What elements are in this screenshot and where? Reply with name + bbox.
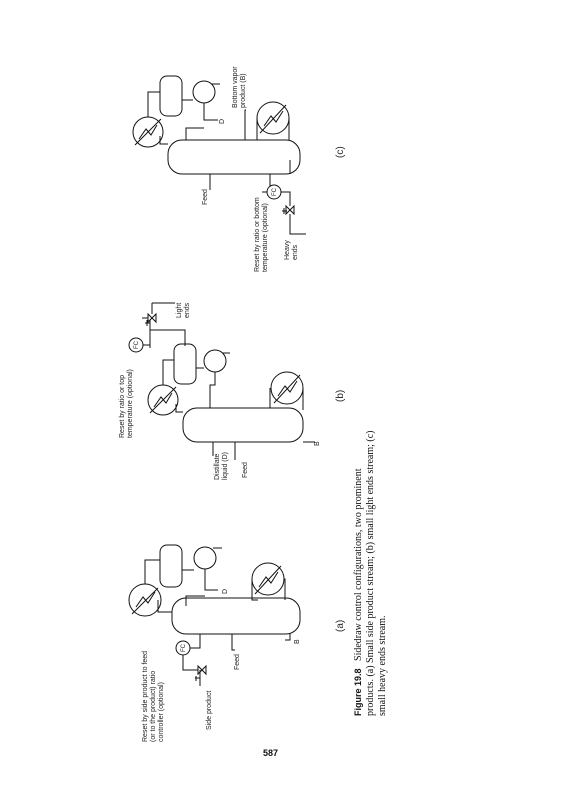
diagram-b-note: Reset by ratio or top temperature (optio… (119, 369, 134, 438)
distillate-liquid-label: Distillate liquid (D) (214, 451, 229, 480)
sublabel-c: (c) (335, 146, 346, 158)
diagram-a-note: Reset by side product to feed (or to the… (142, 650, 165, 742)
bottoms-label-b: B (314, 441, 321, 446)
feed-label-c: Feed (202, 189, 209, 205)
feed-label-a: Feed (234, 654, 241, 670)
control-valve-icon (147, 312, 157, 324)
figure-label: Figure 19.8 (353, 668, 363, 716)
distillate-label-c: D (219, 118, 226, 124)
column-c (167, 139, 301, 175)
light-ends-label: Light ends (176, 302, 191, 318)
diagram-c-note: Reset by ratio or bottom temperature (op… (254, 197, 269, 272)
column-a (171, 597, 301, 635)
fc-label-a: FC (181, 644, 187, 652)
fc-label-c: FC (272, 188, 278, 196)
reflux-drum-b (173, 343, 197, 385)
distillate-label-a: D (222, 588, 229, 594)
column-b (182, 407, 304, 443)
control-valve-icon (285, 204, 295, 216)
figure-caption: Figure 19.8 Sidedraw control configurati… (352, 430, 389, 716)
pump-icon (192, 80, 216, 104)
reflux-drum-c (159, 75, 183, 117)
fc-label-b: FC (134, 341, 140, 349)
bottom-vapor-label: Bottom vapor product (B) (232, 66, 247, 108)
diagram-c (132, 75, 306, 235)
sublabel-a: (a) (335, 619, 346, 632)
side-product-label: Side product (206, 690, 213, 730)
reflux-drum-a (159, 544, 183, 588)
diagram-b (128, 302, 315, 460)
heavy-ends-label: Heavy ends (284, 240, 299, 260)
feed-label-b: Feed (242, 462, 249, 478)
sublabel-b: (b) (335, 389, 346, 402)
pump-icon (203, 349, 227, 373)
bottoms-label-a: B (294, 639, 301, 644)
page-number: 587 (263, 748, 279, 758)
control-valve-icon (197, 664, 207, 676)
diagram-a (128, 544, 301, 686)
pump-icon (193, 546, 217, 570)
